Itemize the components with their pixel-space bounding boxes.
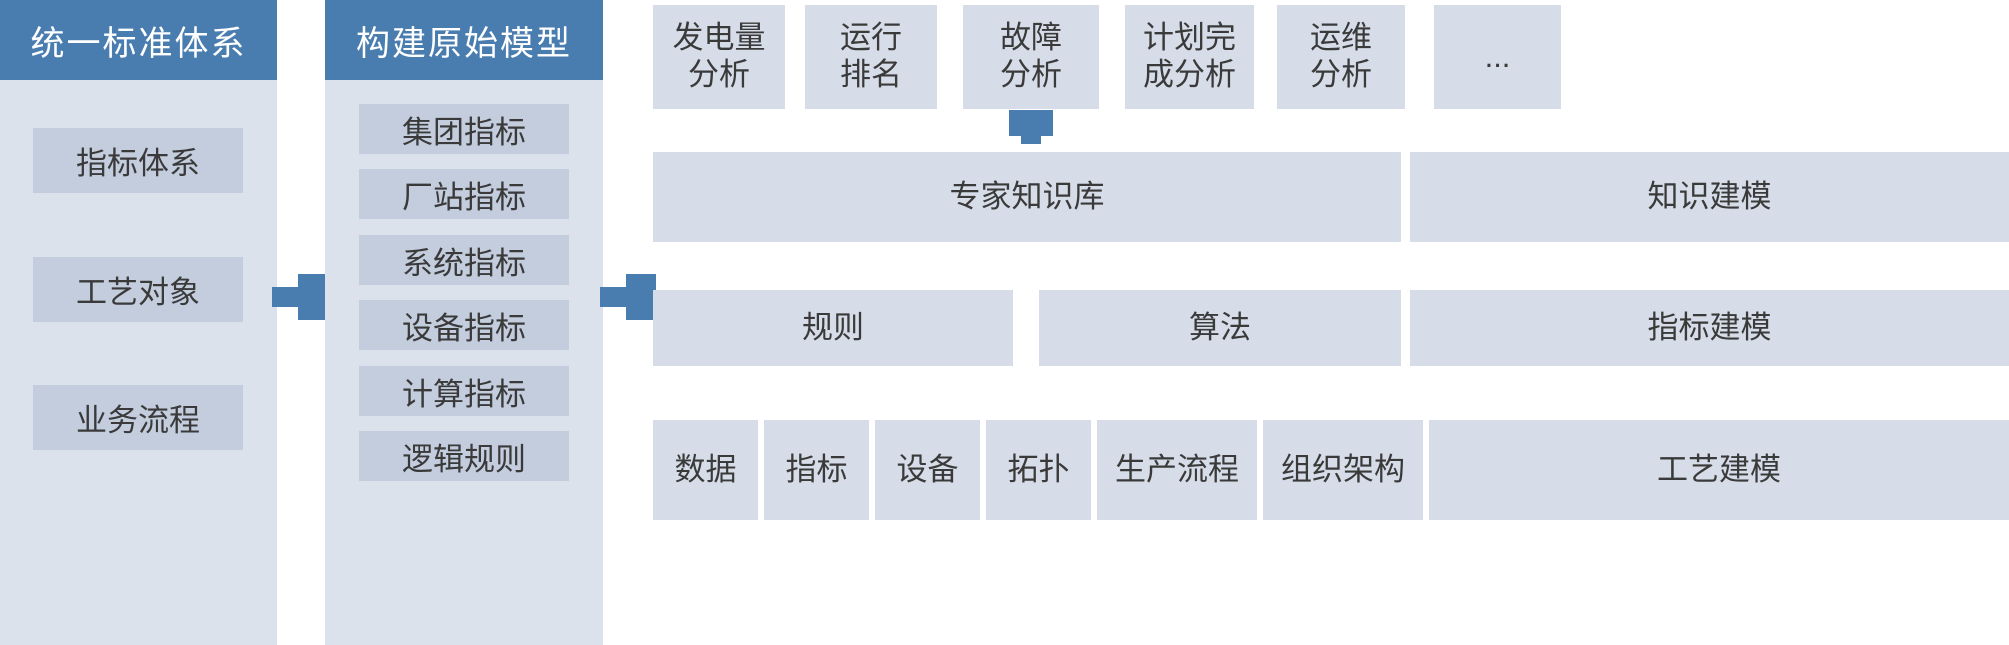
app-box-label: 发电量 分析 — [672, 20, 766, 92]
standards-item-label: 工艺对象 — [76, 275, 200, 310]
foundation-box-label: 拓扑 — [1007, 451, 1070, 487]
standards-item-business-flow[interactable]: 业务流程 — [33, 385, 243, 450]
arrow-fault-to-knowledge-icon — [1009, 110, 1053, 160]
model-item-equipment-indicator[interactable]: 设备指标 — [359, 300, 569, 350]
arrow-shaft — [600, 287, 634, 307]
algorithm-box[interactable]: 算法 — [1039, 290, 1401, 366]
foundation-box-label: 指标 — [785, 451, 848, 487]
panel-standards-header: 统一标准体系 — [0, 0, 277, 80]
knowledge-base-box[interactable]: 专家知识库 — [653, 152, 1401, 242]
arrow-head — [626, 274, 656, 320]
knowledge-modeling-box[interactable]: 知识建模 — [1410, 152, 2009, 242]
foundation-box-label: 工艺建模 — [1657, 451, 1781, 487]
app-box-more[interactable]: ... — [1434, 5, 1561, 109]
foundation-box-org-structure[interactable]: 组织架构 — [1263, 420, 1423, 520]
panel-standards — [0, 0, 277, 645]
rules-label: 规则 — [802, 309, 864, 345]
app-box-plan-completion-analysis[interactable]: 计划完 成分析 — [1125, 5, 1254, 109]
arrow-model-to-rules-icon — [600, 274, 656, 320]
model-item-plant-indicator[interactable]: 厂站指标 — [359, 169, 569, 219]
app-box-label: 故障 分析 — [1000, 20, 1062, 92]
model-item-logic-rule[interactable]: 逻辑规则 — [359, 431, 569, 481]
arrow-standards-to-model-icon — [272, 274, 328, 320]
model-item-calculated-indicator[interactable]: 计算指标 — [359, 366, 569, 416]
algorithm-label: 算法 — [1189, 309, 1251, 345]
app-box-fault-analysis[interactable]: 故障 分析 — [963, 5, 1099, 109]
foundation-box-data[interactable]: 数据 — [653, 420, 758, 520]
indicator-modeling-label: 指标建模 — [1647, 309, 1772, 345]
panel-original-model-title: 构建原始模型 — [356, 24, 572, 63]
knowledge-base-label: 专家知识库 — [949, 178, 1105, 214]
model-item-system-indicator[interactable]: 系统指标 — [359, 235, 569, 285]
foundation-box-process-modeling[interactable]: 工艺建模 — [1429, 420, 2009, 520]
standards-item-label: 业务流程 — [76, 403, 200, 438]
standards-item-label: 指标体系 — [76, 146, 200, 181]
foundation-box-label: 数据 — [674, 451, 737, 487]
foundation-box-label: 设备 — [896, 451, 959, 487]
rules-box[interactable]: 规则 — [653, 290, 1013, 366]
arrow-shaft — [272, 287, 306, 307]
arrow-shaft — [1021, 110, 1041, 144]
model-item-group-indicator[interactable]: 集团指标 — [359, 104, 569, 154]
app-box-om-analysis[interactable]: 运维 分析 — [1277, 5, 1405, 109]
model-item-label: 设备指标 — [402, 310, 526, 346]
standards-item-process-object[interactable]: 工艺对象 — [33, 257, 243, 322]
foundation-box-production-flow[interactable]: 生产流程 — [1097, 420, 1257, 520]
app-box-label: 运行 排名 — [840, 20, 902, 92]
model-item-label: 系统指标 — [402, 245, 526, 281]
model-item-label: 厂站指标 — [402, 179, 526, 215]
model-item-label: 集团指标 — [402, 114, 526, 150]
app-box-generation-analysis[interactable]: 发电量 分析 — [653, 5, 785, 109]
foundation-box-label: 组织架构 — [1281, 451, 1405, 487]
app-box-label: 计划完 成分析 — [1143, 20, 1236, 92]
app-box-label: ... — [1484, 38, 1511, 74]
model-item-label: 计算指标 — [402, 376, 526, 412]
standards-item-indicator-system[interactable]: 指标体系 — [33, 128, 243, 193]
model-item-label: 逻辑规则 — [402, 441, 526, 477]
foundation-box-label: 生产流程 — [1115, 451, 1239, 487]
arrow-head — [298, 274, 328, 320]
app-box-operation-ranking[interactable]: 运行 排名 — [805, 5, 937, 109]
panel-standards-title: 统一标准体系 — [30, 24, 247, 63]
foundation-box-topology[interactable]: 拓扑 — [986, 420, 1091, 520]
app-box-label: 运维 分析 — [1310, 20, 1372, 92]
indicator-modeling-box[interactable]: 指标建模 — [1410, 290, 2009, 366]
panel-original-model-header: 构建原始模型 — [325, 0, 603, 80]
foundation-box-equipment[interactable]: 设备 — [875, 420, 980, 520]
foundation-box-indicator[interactable]: 指标 — [764, 420, 869, 520]
knowledge-modeling-label: 知识建模 — [1647, 178, 1772, 214]
